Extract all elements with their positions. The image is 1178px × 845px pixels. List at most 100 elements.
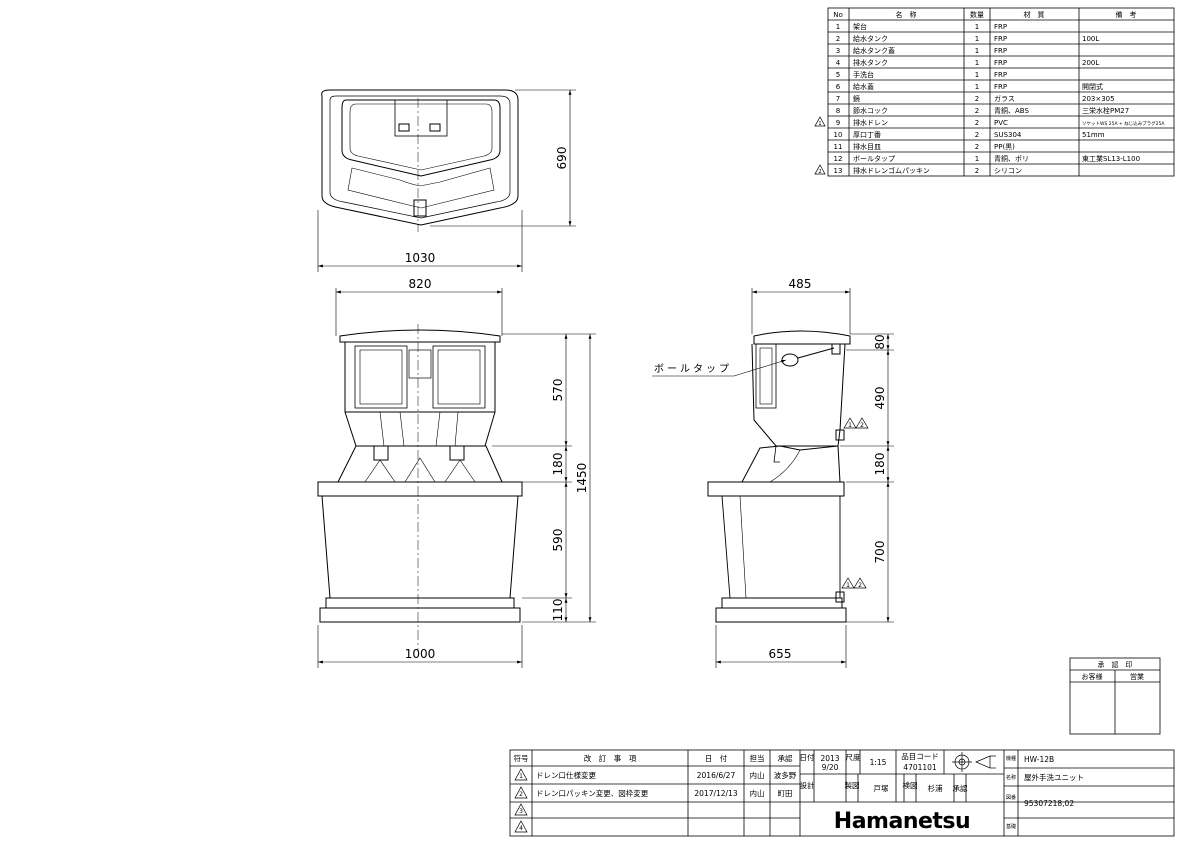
- tb-date-md: 9/20: [822, 763, 839, 772]
- rev-col-approved: 承認: [778, 753, 793, 763]
- part-qty: 2: [975, 119, 979, 127]
- tb-code: 4701101: [903, 763, 937, 772]
- part-name: 排水目皿: [853, 142, 881, 151]
- tb-scale: 1:15: [870, 758, 887, 767]
- rev-triangle-icon: [514, 820, 528, 833]
- rev-approved: 町田: [778, 789, 793, 798]
- part-no: 1: [836, 23, 840, 31]
- dim-side-h2: 490: [873, 387, 887, 410]
- tb-scale-label: 尺度: [846, 752, 861, 762]
- tb-date-year: 2013: [820, 754, 839, 763]
- parts-table-headers: No 名 称 数量 材 質 備 考: [833, 10, 1136, 19]
- col-qty-header: 数量: [970, 10, 984, 19]
- dim-side-h1: 80: [873, 334, 887, 349]
- approval-title: 承 認 印: [1098, 660, 1133, 669]
- rev-mark: 3: [519, 808, 523, 815]
- tb-date-label: 日付: [800, 752, 815, 762]
- part-name: 給水タンク蓋: [853, 46, 895, 55]
- part-name: 鏡: [853, 94, 860, 103]
- rev-triangle-icon: [843, 417, 857, 429]
- part-name: 架台: [853, 22, 867, 31]
- part-no: 13: [834, 167, 843, 175]
- part-qty: 2: [975, 131, 979, 139]
- part-material: FRP: [994, 83, 1007, 91]
- part-material: 青銅、ポリ: [994, 154, 1029, 163]
- svg-text:2: 2: [858, 582, 862, 589]
- ball-tap-callout: [652, 359, 787, 377]
- rev-by: 内山: [750, 770, 765, 780]
- part-material: FRP: [994, 35, 1007, 43]
- part-material: FRP: [994, 59, 1007, 67]
- part-qty: 1: [975, 155, 979, 163]
- side-view: [707, 330, 851, 623]
- dim-side-h3: 180: [873, 453, 887, 476]
- approval-customer: お客様: [1082, 672, 1103, 681]
- part-no: 3: [836, 47, 840, 55]
- rev-date: 2016/6/27: [697, 771, 736, 780]
- part-no: 11: [834, 143, 843, 151]
- part-note: 開閉式: [1082, 82, 1103, 91]
- callout-label: ボールタップ: [654, 363, 732, 375]
- tb-model: HW-12B: [1024, 755, 1054, 764]
- part-note: 51mm: [1082, 131, 1105, 139]
- tb-base-label: 基礎: [1006, 823, 1016, 830]
- rev-desc: ドレン口仕様変更: [536, 770, 596, 780]
- side-view-dimensions: [715, 288, 894, 668]
- rev-mark: 4: [519, 825, 523, 832]
- rev-mark-number: 2: [818, 169, 821, 175]
- part-material: PP(黒): [994, 143, 1015, 151]
- part-no: 10: [834, 131, 843, 139]
- dim-side-base-width: 655: [769, 647, 792, 661]
- tb-drawing-no-label: 図番: [1006, 794, 1016, 801]
- dim-front-h3: 590: [551, 529, 565, 552]
- part-qty: 1: [975, 59, 979, 67]
- rev-triangle-icon: [514, 768, 528, 781]
- part-no: 12: [834, 155, 843, 163]
- rev-col-desc: 改 訂 事 項: [584, 753, 637, 763]
- part-material: FRP: [994, 23, 1007, 31]
- part-note: 東工業SL13-L100: [1082, 154, 1140, 163]
- part-no: 5: [836, 71, 840, 79]
- col-name-header: 名 称: [896, 10, 917, 19]
- part-name: 排水ドレン: [853, 118, 888, 127]
- tb-name-label: 名称: [1006, 774, 1016, 781]
- rev-date: 2017/12/13: [694, 789, 737, 798]
- revision-markers-upper: 1 2: [843, 417, 869, 429]
- part-qty: 2: [975, 107, 979, 115]
- dim-front-total: 1450: [575, 463, 589, 494]
- title-block-frame: [509, 749, 1175, 837]
- dim-front-h4: 110: [551, 599, 565, 622]
- projection-symbol-icon: [952, 752, 996, 772]
- rev-triangle-icon: [814, 116, 826, 127]
- rev-mark: 1: [519, 773, 523, 780]
- rev-by: 内山: [750, 788, 765, 798]
- rev-triangle-icon: [814, 164, 826, 175]
- part-no: 2: [836, 35, 840, 43]
- revision-markers-lower: 1 2: [841, 577, 867, 589]
- part-note: ソケットWS 25A + ねじ込みプラグ25A: [1082, 120, 1165, 127]
- rev-triangle-icon: [855, 417, 869, 429]
- part-note: 200L: [1082, 59, 1099, 67]
- part-note: 三栄水栓PM27: [1082, 106, 1129, 115]
- part-material: ガラス: [994, 94, 1015, 103]
- part-name: 手洗台: [853, 70, 874, 79]
- part-name: 排水タンク: [853, 58, 888, 67]
- part-no: 6: [836, 83, 841, 91]
- rev-desc: ドレン口パッキン変更、図枠変更: [536, 788, 649, 798]
- top-view: [321, 89, 519, 232]
- approval-sales: 営業: [1130, 672, 1144, 681]
- rev-triangle-icon: [853, 577, 867, 589]
- part-qty: 1: [975, 83, 979, 91]
- rev-col-mark: 符号: [514, 753, 529, 763]
- tb-drawn-label: 製図: [845, 780, 860, 790]
- top-view-dimensions: [317, 89, 576, 272]
- col-note-header: 備 考: [1116, 10, 1137, 19]
- part-note: 203×305: [1082, 95, 1115, 103]
- tb-code-label: 品目コード: [901, 752, 939, 761]
- tb-design-label: 設計: [800, 780, 815, 790]
- part-material: SUS304: [994, 131, 1022, 139]
- dim-front-upper-width: 820: [409, 277, 432, 291]
- tb-checked-label: 検図: [903, 780, 918, 790]
